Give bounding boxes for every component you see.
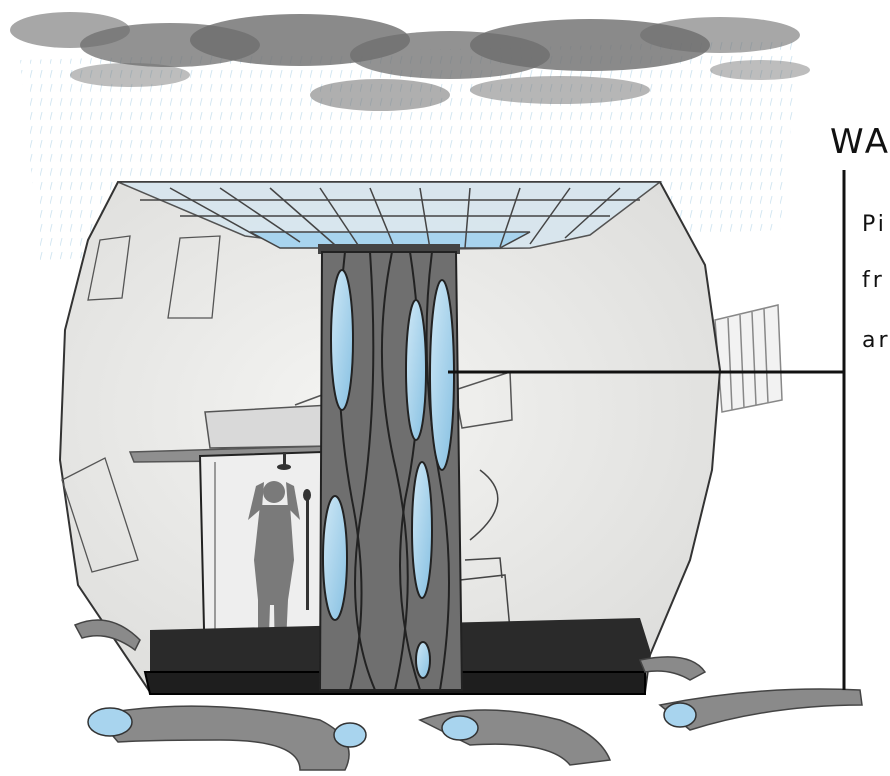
annotation-title: WA [830,122,890,162]
annotation-line-2: fr [862,268,885,293]
annotation-line-1: Pi [862,212,887,237]
annotation-line-3: ar [862,328,890,353]
side-railing [715,305,782,412]
